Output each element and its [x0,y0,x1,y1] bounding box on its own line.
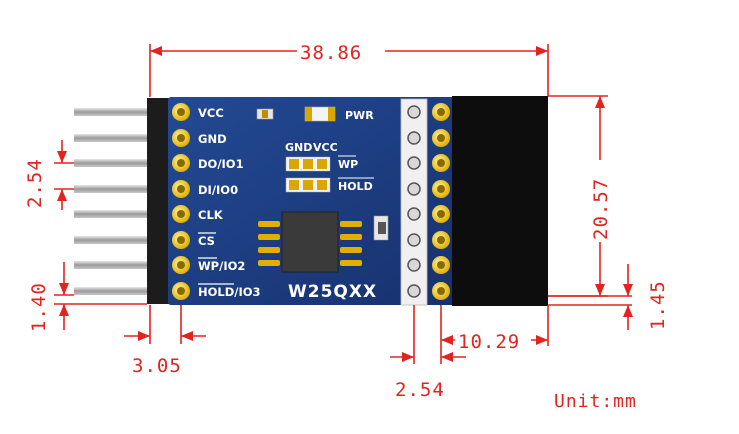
pin-leg [74,287,152,295]
connector-block [452,96,548,306]
dim-connector-width: 10.29 [441,305,549,353]
pwr-label: PWR [345,109,374,122]
gnd-label: GND [285,141,312,154]
led-pad-left [305,107,312,121]
pin-leg [74,159,152,167]
flash-chip [258,211,362,273]
dim-header-width: 3.05 [124,305,206,377]
right-pads [432,103,450,300]
pin-leg [74,108,152,116]
hold-jumper-label: HOLD [338,180,373,193]
right-header-pins [407,105,421,298]
dim-pitch-left: 2.54 [24,140,74,210]
pin-leg [74,134,152,142]
pin-label-di: DI/IO0 [198,183,238,197]
right-header-strip [400,98,428,306]
dim-width-total: 38.86 [149,40,549,97]
wp-jumper-label: WP [338,158,358,171]
led-pad-right [328,107,335,121]
dim-pin-offset-left-text: 1.40 [28,282,50,332]
vcc-label: VCC [313,141,338,154]
pin-leg [74,210,152,218]
dim-pin-offset-right-text: 1.45 [647,280,669,330]
dim-pitch-left-text: 2.54 [24,158,46,208]
pin-label-do: DO/IO1 [198,157,244,171]
dim-pin-offset-right: 1.45 [548,264,669,330]
dim-height-board: 20.57 [548,95,612,297]
pin-leg [74,261,152,269]
left-header-bar [147,98,169,304]
resistor-body [262,110,268,118]
dim-pitch-bottom-text: 2.54 [395,379,445,401]
pin-label-wp: WP/IO2 [198,259,245,273]
pin-label-hold: HOLD/IO3 [198,285,261,299]
pin-leg [74,236,152,244]
dim-pin-offset-left: 1.40 [28,262,147,332]
pin-labels: VCC GND DO/IO1 DI/IO0 CLK CS WP/IO2 HOLD… [198,106,261,299]
left-pins [74,108,152,295]
capacitor-body [378,222,386,234]
pin-label-vcc: VCC [198,106,224,120]
unit-label: Unit:mm [554,391,637,412]
dim-pitch-bottom: 2.54 [390,305,466,401]
pin-leg [74,185,152,193]
pin-label-gnd: GND [198,132,227,146]
dim-height-board-text: 20.57 [590,178,612,240]
jumper-hold [285,177,331,193]
pin-label-clk: CLK [198,208,224,222]
chip-marking: W25QXX [288,282,377,302]
jumper-wp [285,156,331,172]
dim-header-width-text: 3.05 [132,355,182,377]
pin-label-cs: CS [198,234,215,248]
pcb-board [168,97,455,305]
left-pads [172,103,190,300]
dim-width-total-text: 38.86 [300,42,362,64]
dim-connector-width-text: 10.29 [458,331,520,353]
